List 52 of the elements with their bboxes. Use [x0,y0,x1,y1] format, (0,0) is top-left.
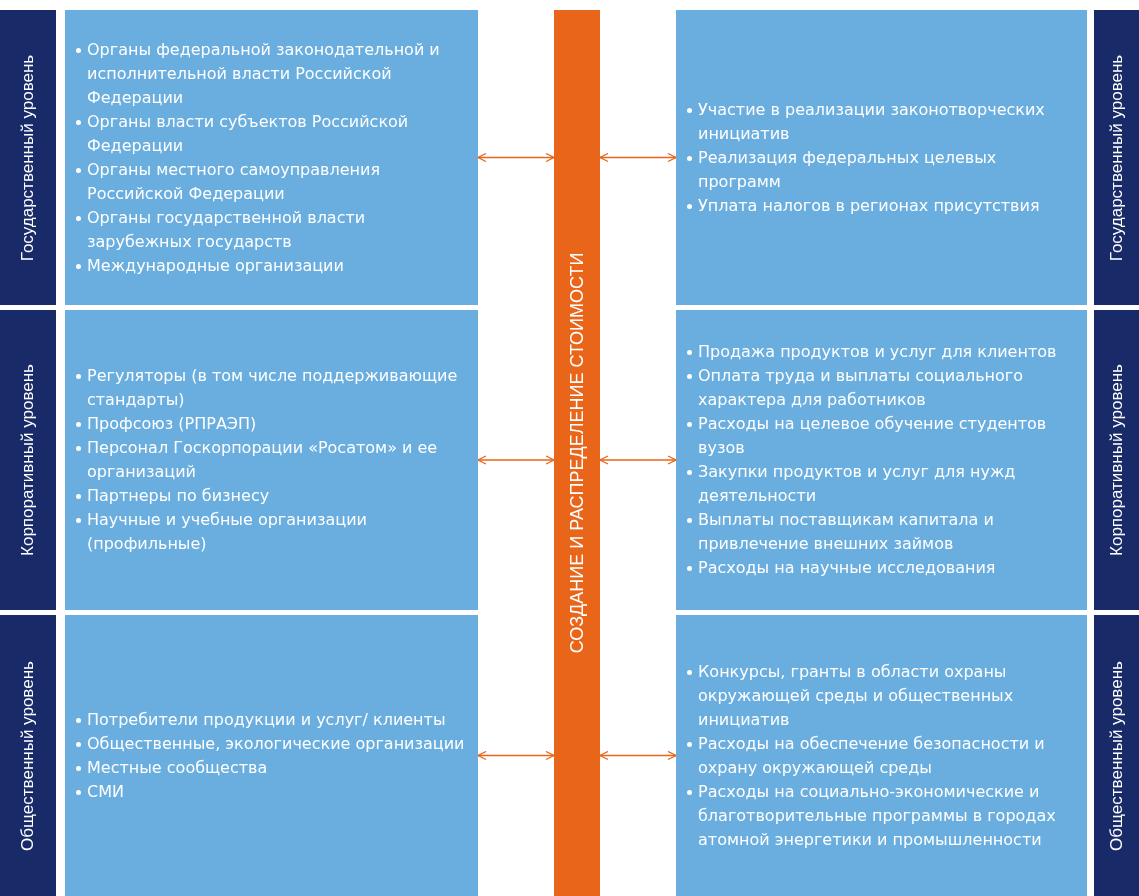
list-item: Органы местного самоуправления Российской Федерации [87,157,470,206]
list-item: Партнеры по бизнесу [87,484,470,508]
list-item: Органы власти субъектов Российской Федерации [87,109,470,158]
list-item: Реализация федеральных целевых программ [698,145,1079,194]
level-bar [0,310,56,610]
level-label: Корпоративный уровень [18,364,38,556]
list-item: Потребители продукции и услуг/ клиенты [87,707,465,732]
level-bar [1094,615,1139,896]
list-item: Уплата налогов в регионах присутствия [698,193,1079,218]
list-item: Расходы на обеспечение безопасности и охрану окружающей среды [698,731,1079,780]
stakeholder-panel [65,615,478,896]
level-bar [1094,10,1139,305]
list-item: Международные организации [87,253,470,278]
level-label: Корпоративный уровень [1106,364,1127,556]
stakeholder-panel [65,10,478,305]
list-item: Органы федеральной законодательной и исполнительной власти Российской Федерации [87,37,470,110]
level-label: Государственный уровень [18,54,38,261]
list-item: Общественные, экологические организации [87,731,465,756]
list-item: Местные сообщества [87,755,465,780]
stakeholder-panel [65,310,478,610]
list-item: Персонал Госкорпорации «Росатом» и ее организаций [87,436,470,484]
list-item: Профсоюз (РПРАЭП) [87,412,470,436]
double-arrow [477,455,555,465]
level-bar [0,10,56,305]
double-arrow [599,455,677,465]
double-arrow [599,750,677,761]
list-item: Регуляторы (в том числе поддерживающие стандарты) [87,364,470,412]
list-item: Расходы на научные исследования [698,556,1079,580]
level-bar [1094,310,1139,610]
list-item: Продажа продуктов и услуг для клиентов [698,340,1079,364]
double-arrow [477,152,555,163]
list-item: Научные и учебные организации (профильные) [87,508,470,556]
list-item: Выплаты поставщикам капитала и привлечение внешних займов [698,508,1079,556]
value-title: СОЗДАНИЕ И РАСПРЕДЕЛЕНИЕ СТОИМОСТИ [566,252,588,654]
list-item: Участие в реализации законотворческих инициатив [698,97,1079,146]
double-arrow [599,152,677,163]
stakeholder-panel [676,10,1087,305]
value-bar [554,10,600,896]
list-item: Органы государственной власти зарубежных государств [87,205,470,254]
level-bar [0,615,56,896]
list-item: Оплата труда и выплаты социального характера для работников [698,364,1079,412]
list-item: Конкурсы, гранты в области охраны окружающей среды и общественных инициатив [698,659,1079,732]
list-item: Закупки продуктов и услуг для нужд деятельности [698,460,1079,508]
stakeholder-panel [676,310,1087,610]
level-label: Общественный уровень [18,660,38,851]
list-item: Расходы на целевое обучение студентов вузов [698,412,1079,460]
level-label: Государственный уровень [1106,54,1127,261]
double-arrow [477,750,555,761]
stakeholder-panel [676,615,1087,896]
level-label: Общественный уровень [1106,660,1127,851]
list-item: Расходы на социально-экономические и благотворительные программы в городах атомной энергетики и промышленности [698,779,1079,852]
list-item: СМИ [87,779,465,804]
